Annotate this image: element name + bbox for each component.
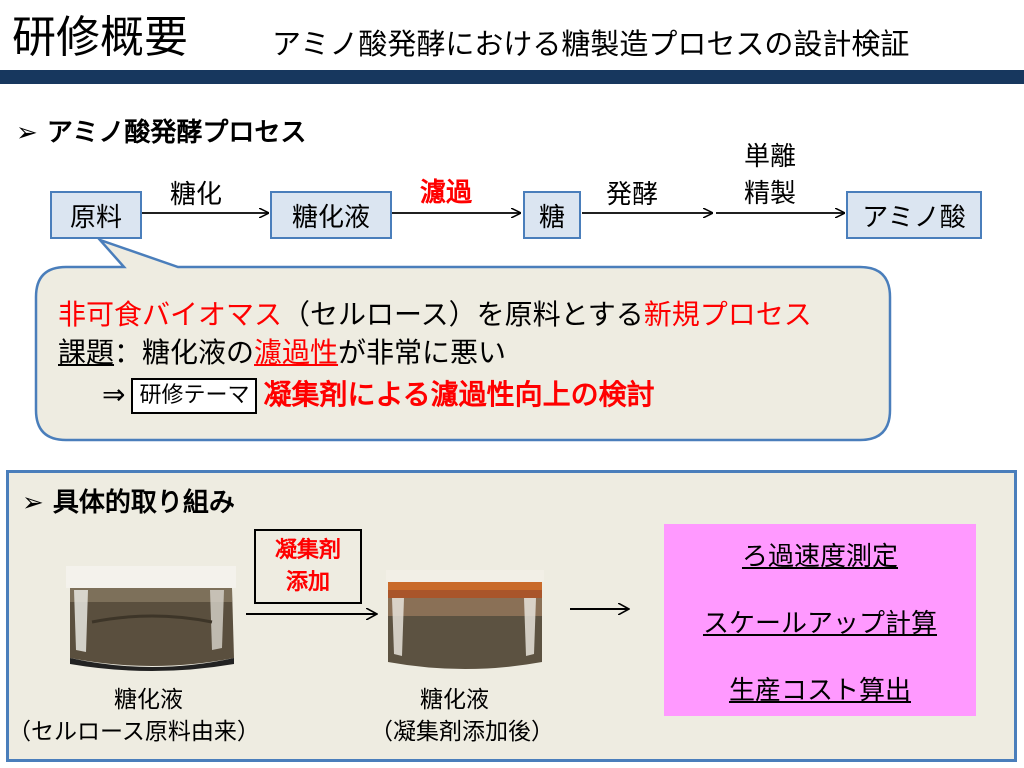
task-production-cost: 生産コスト算出 bbox=[728, 676, 911, 706]
caption-right-detail: （凝集剤添加後） bbox=[370, 719, 554, 745]
callout-line-1: 非可食バイオマス（セルロース）を原料とする新規プロセス bbox=[58, 296, 812, 334]
implies-arrow-icon: ⇒ bbox=[102, 378, 126, 411]
bullet-arrow-icon: ➢ bbox=[16, 118, 38, 148]
bullet-arrow-icon: ➢ bbox=[22, 488, 44, 518]
callout-issue-label: 課題 bbox=[58, 336, 115, 369]
section-activities: ➢ 具体的取り組み bbox=[22, 482, 235, 519]
step-purification: 精製 bbox=[744, 179, 797, 209]
callout-line-2: 課題：糖化液の濾過性が非常に悪い bbox=[58, 334, 812, 372]
callout-filterability: 濾過性 bbox=[254, 336, 339, 369]
callout-new-process: 新規プロセス bbox=[643, 298, 812, 331]
page-title: 研修概要 bbox=[12, 12, 188, 63]
additive-line-2: 添加 bbox=[285, 570, 330, 595]
task-filtration-rate: ろ過速度測定 bbox=[741, 542, 898, 572]
section-amino-process: ➢ アミノ酸発酵プロセス bbox=[16, 112, 306, 149]
callout-text: 非可食バイオマス（セルロース）を原料とする新規プロセス 課題：糖化液の濾過性が非… bbox=[58, 296, 812, 414]
process-arrows bbox=[142, 0, 1024, 300]
theme-label-box: 研修テーマ bbox=[131, 378, 258, 414]
node-sugar-solution: 糖化液 bbox=[270, 191, 392, 239]
step-fermentation: 発酵 bbox=[606, 180, 659, 210]
callout-cellulose-text: （セルロース）を原料とする bbox=[282, 298, 644, 331]
task-scale-up: スケールアップ計算 bbox=[702, 609, 937, 639]
caption-right-title: 糖化液 bbox=[420, 687, 489, 713]
node-raw-material: 原料 bbox=[50, 191, 142, 239]
theme-title: 凝集剤による濾過性向上の検討 bbox=[263, 378, 655, 411]
section-heading-label: 具体的取り組み bbox=[52, 488, 235, 518]
title-divider bbox=[0, 70, 1024, 84]
callout-issue-tail: が非常に悪い bbox=[338, 336, 507, 369]
flocculant-addition-box: 凝集剤 添加 bbox=[254, 529, 362, 604]
caption-left-title: 糖化液 bbox=[114, 687, 183, 713]
caption-left-detail: （セルロース原料由来） bbox=[8, 719, 260, 745]
callout-line-3: ⇒研修テーマ凝集剤による濾過性向上の検討 bbox=[58, 376, 812, 414]
photo-sugar-solution-before bbox=[62, 562, 240, 674]
step-saccharification: 糖化 bbox=[170, 180, 223, 210]
callout-nonedible-biomass: 非可食バイオマス bbox=[58, 298, 283, 331]
tasks-box bbox=[664, 524, 976, 716]
node-amino-acid: アミノ酸 bbox=[846, 191, 982, 239]
additive-line-1: 凝集剤 bbox=[274, 538, 341, 563]
section-heading-label: アミノ酸発酵プロセス bbox=[46, 118, 307, 148]
step-filtration: 濾過 bbox=[420, 178, 473, 208]
callout-issue-text: ：糖化液の bbox=[114, 336, 255, 369]
node-sugar: 糖 bbox=[523, 191, 581, 239]
page-subtitle: アミノ酸発酵における糖製造プロセスの設計検証 bbox=[272, 27, 910, 61]
photo-sugar-solution-after bbox=[384, 566, 546, 676]
step-isolation: 単離 bbox=[744, 142, 797, 172]
